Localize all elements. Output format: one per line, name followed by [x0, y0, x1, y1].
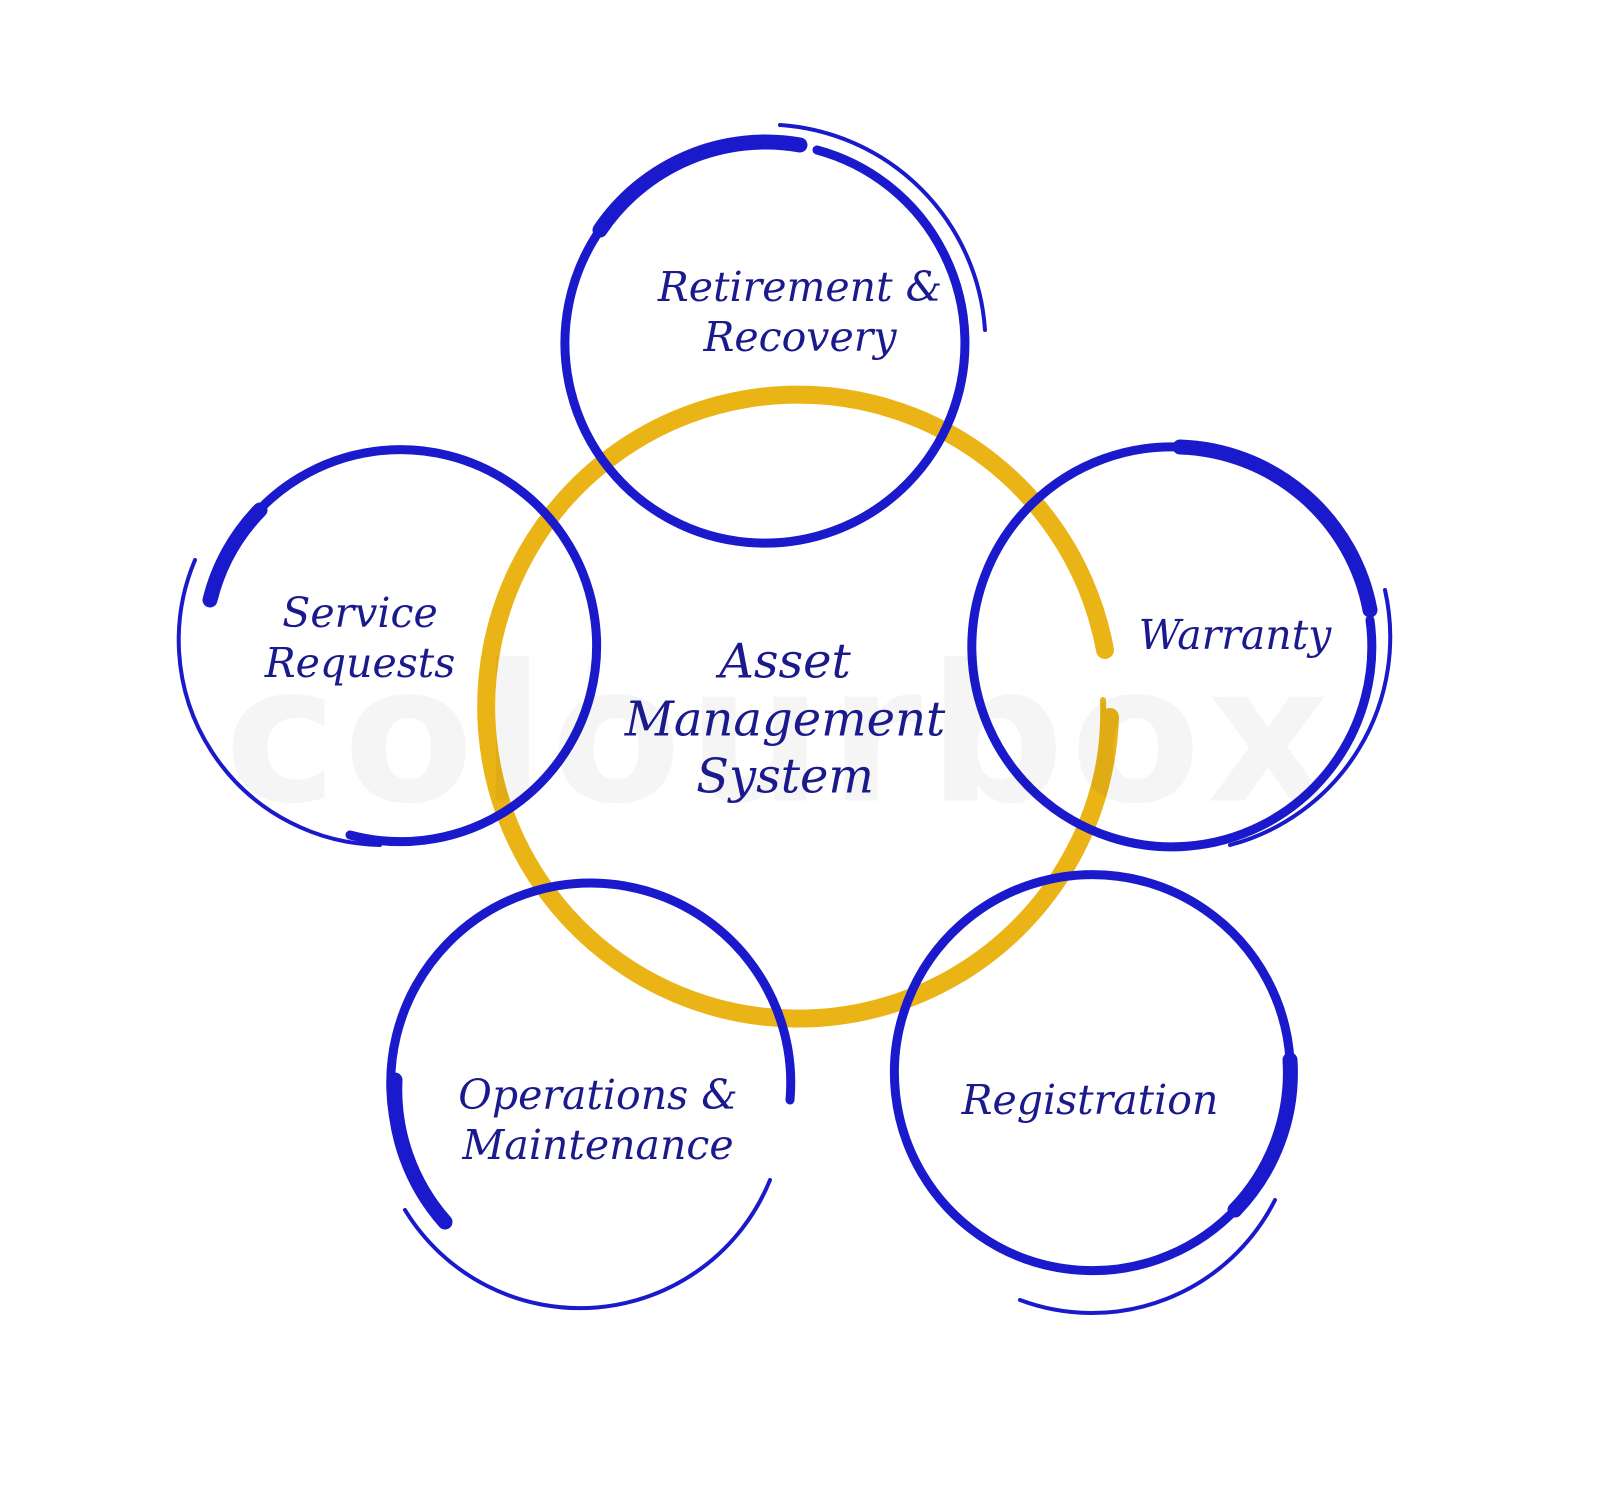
ring-operations — [386, 878, 796, 1311]
ring-service — [176, 445, 602, 847]
ring-warranty — [967, 439, 1393, 852]
node-label-warranty: Warranty — [1138, 610, 1332, 659]
node-label-registration: Registration — [961, 1075, 1219, 1124]
node-label-retirement: Retirement & Recovery — [657, 262, 943, 361]
ring-retirement — [560, 123, 987, 548]
node-label-service: Service Requests — [264, 588, 456, 687]
node-label-operations: Operations & Maintenance — [458, 1070, 738, 1169]
ring-registration — [889, 870, 1298, 1315]
center-label: Asset Management System — [624, 633, 946, 805]
